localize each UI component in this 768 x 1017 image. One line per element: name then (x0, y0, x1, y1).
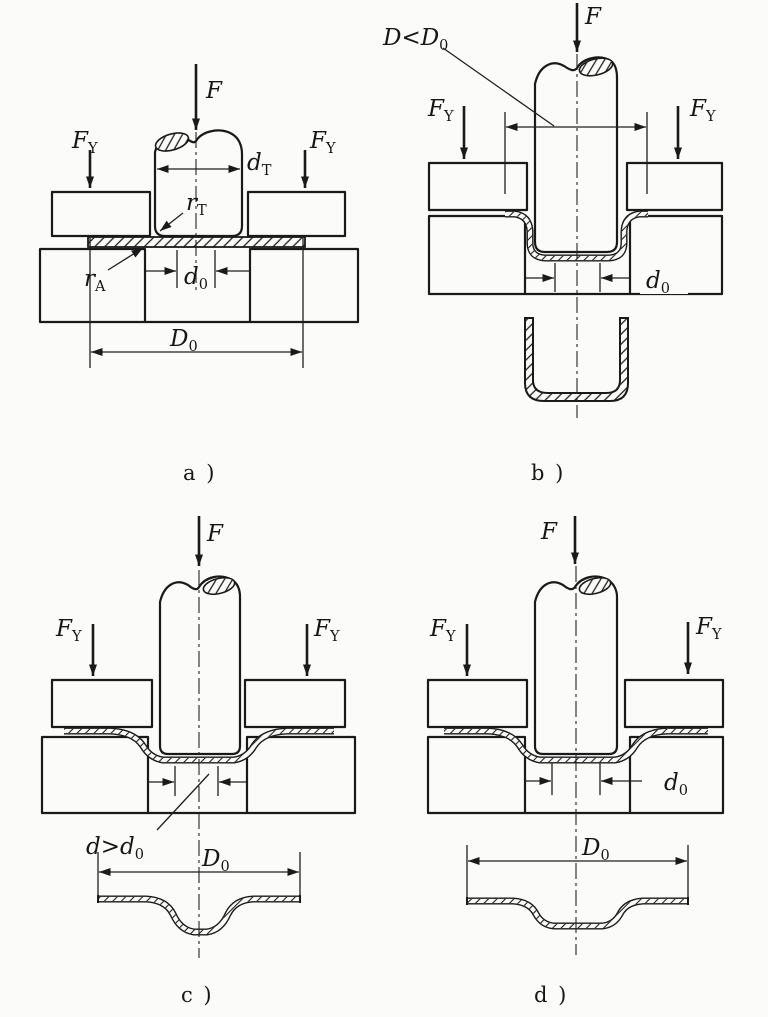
holder-force-label-right: FY (309, 128, 336, 157)
holder-force-label-right: FY (689, 96, 716, 125)
punch-break-section (154, 132, 190, 152)
force-label: F (540, 519, 558, 545)
caption-d: d ) (534, 983, 568, 1007)
holder-force-label-left: FY (427, 96, 454, 125)
dished-part (466, 897, 689, 930)
force-label: F (205, 78, 223, 104)
punch-break-section (578, 576, 612, 596)
panel-a: F FY FY dT rT rA d0 D0 a ) (38, 64, 360, 485)
blank-holder-right (625, 161, 724, 212)
punch-break-section (202, 576, 236, 596)
blank-holder-left (426, 678, 529, 729)
holder-force-label-left: FY (71, 128, 98, 157)
caption-b: b ) (531, 461, 565, 485)
blank-holder-left (427, 161, 529, 212)
caption-a: a ) (183, 461, 216, 485)
die-block-left (40, 735, 150, 815)
flanged-part (97, 895, 301, 936)
drawn-cup-part (524, 317, 629, 402)
die-block-left (38, 247, 147, 324)
die-opening-label: d0 (184, 264, 208, 293)
blank-diameter-label: D0 (169, 326, 198, 355)
force-label: F (584, 4, 602, 30)
blank-diameter-label: D0 (581, 835, 610, 864)
die-opening-label-patch (640, 261, 688, 294)
die-opening-label-patch (656, 762, 708, 796)
die-block-left (426, 735, 527, 815)
punch (158, 575, 242, 756)
sheet-in-die (444, 727, 708, 764)
blank-holder-left (50, 190, 152, 238)
panel-d: F FY FY d0 D0 d ) (426, 516, 725, 1007)
holder-force-label-right: FY (695, 614, 722, 643)
blank-holder-left (50, 678, 154, 729)
die-radius-label: rA (84, 266, 106, 295)
punch (533, 56, 619, 254)
die-radius-label-patch (78, 261, 118, 292)
die-opening-label: d0 (664, 770, 688, 799)
punch-diameter-label: dT (247, 150, 272, 179)
die-block-right (628, 735, 725, 815)
panel-b: F D<D0 FY FY d0 b ) (382, 3, 724, 485)
blank-holder-right (243, 678, 347, 729)
die-radius-leader (107, 247, 144, 271)
die-block-right (248, 247, 360, 324)
die-opening-label: d0 (646, 268, 670, 297)
holder-force-label-right: FY (313, 616, 340, 645)
flange-note-leader (442, 47, 555, 127)
blank-holder-right (246, 190, 347, 238)
punch-radius-label: rT (186, 190, 207, 219)
opening-note-label: d>d0 (86, 834, 144, 863)
flange-note-label: D<D0 (382, 25, 448, 54)
blank-holder-right (623, 678, 725, 729)
force-label: F (206, 521, 224, 547)
punch-radius-leader (159, 212, 184, 232)
punch-break-section (578, 57, 614, 77)
die-block-right (245, 735, 357, 815)
holder-force-label-left: FY (429, 616, 456, 645)
die-block-left (427, 214, 527, 296)
opening-note-leader (156, 773, 210, 831)
blank-diameter-label: D0 (201, 846, 230, 875)
caption-c: c ) (181, 983, 214, 1007)
panel-c: F FY FY d>d0 D0 c ) (40, 516, 357, 1007)
holder-force-label-left: FY (55, 616, 82, 645)
